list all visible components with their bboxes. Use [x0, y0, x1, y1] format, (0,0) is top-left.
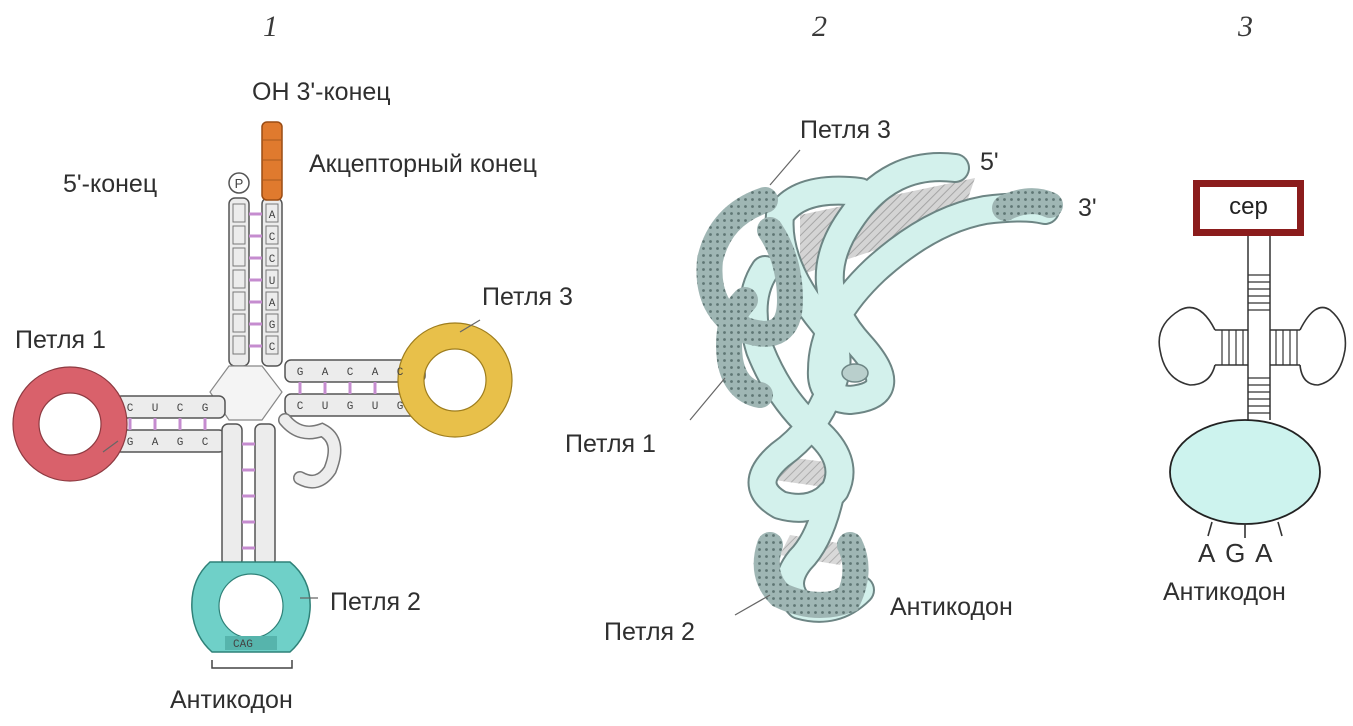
p2-anticodon-label: Антикодон [890, 595, 1013, 620]
anticodon-bulb [1170, 420, 1320, 524]
loop1-stem-base: G [177, 437, 184, 449]
acceptor-end-label: Акцепторный конец [309, 152, 537, 177]
acceptor-base: G [269, 320, 276, 332]
p3-anticodon-label: Антикодон [1163, 580, 1286, 605]
tertiary-ribbon [690, 150, 1050, 615]
p1-loop2-label: Петля 2 [330, 590, 421, 615]
loop1-stem-base: G [127, 437, 134, 449]
loop3-stem-base: A [372, 367, 379, 379]
acceptor-base: A [269, 298, 276, 310]
p1-loop1-label: Петля 1 [15, 328, 106, 353]
loop2-bases: CAG [233, 639, 253, 651]
loop1-stem-base: U [152, 403, 159, 415]
phosphate-letter: P [235, 176, 244, 191]
acceptor-base: C [269, 232, 276, 244]
trna-schematic [1159, 236, 1345, 538]
loop3-stem-base: U [322, 401, 329, 413]
loop1-stem-base: C [202, 437, 209, 449]
loop3-stem-base: C [347, 367, 354, 379]
p1-anticodon-label: Антикодон [170, 688, 293, 713]
p1-loop3-label: Петля 3 [482, 285, 573, 310]
acceptor-end [262, 122, 282, 200]
acceptor-base: C [269, 254, 276, 266]
p2-loop3-label: Петля 3 [800, 118, 891, 143]
panel-number-2: 2 [812, 12, 827, 42]
loop1-stem-base: G [202, 403, 209, 415]
loop3-stem-base: U [372, 401, 379, 413]
amino-acid-label: сер [1200, 187, 1297, 227]
acceptor-base: A [269, 210, 276, 222]
cloverleaf: P [13, 122, 512, 668]
five-end-label: 5'-конец [63, 172, 157, 197]
loop1-stem-base: A [152, 437, 159, 449]
panel-number-1: 1 [263, 12, 278, 42]
codon-letters: A G A [1198, 540, 1275, 566]
loop3-stem-base: C [297, 401, 304, 413]
acceptor-base: C [269, 342, 276, 354]
p2-loop1-label: Петля 1 [565, 432, 656, 457]
loop3-stem-base: G [297, 367, 304, 379]
loop3-stem-base: G [347, 401, 354, 413]
ribbon-3prime-segment [1005, 201, 1050, 208]
loop1-stem-base: C [127, 403, 134, 415]
amino-acid-box: сер [1193, 180, 1304, 236]
p2-five-prime-label: 5' [980, 150, 999, 175]
left-arm-loop [1159, 308, 1215, 386]
loop3-stem-base: C [397, 367, 404, 379]
loop3-stem-base: A [322, 367, 329, 379]
loop3-stem-base: G [397, 401, 404, 413]
loop2-stem [222, 424, 275, 566]
right-arm-loop [1300, 308, 1345, 386]
panel-number-3: 3 [1238, 12, 1253, 42]
p2-three-prime-label: 3' [1078, 196, 1097, 221]
p2-loop2-label: Петля 2 [604, 620, 695, 645]
loop1-stem-base: C [177, 403, 184, 415]
oh-3-end-label: OH 3'-конец [252, 80, 391, 105]
acceptor-base: U [269, 276, 276, 288]
